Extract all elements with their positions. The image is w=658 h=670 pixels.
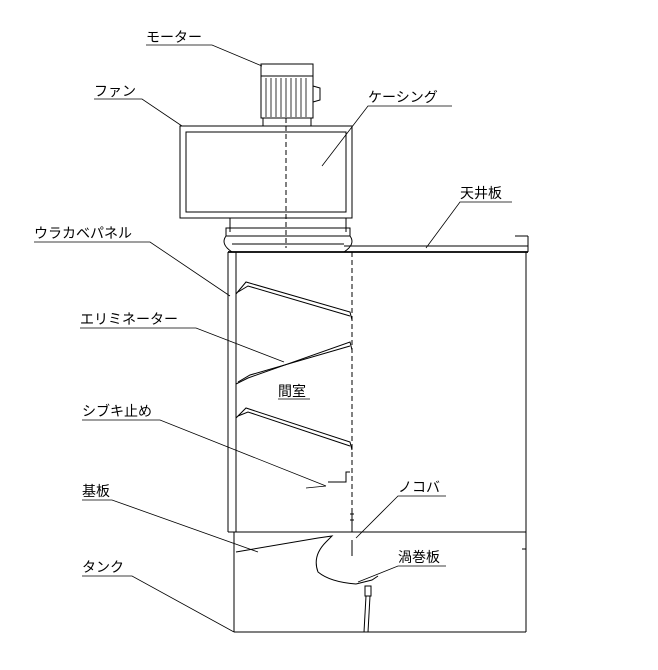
label-eliminator: エリミネーター <box>80 312 178 328</box>
label-ceiling: 天井板 <box>460 186 502 202</box>
label-back-panel: ウラカベパネル <box>34 226 132 242</box>
vortex-plate <box>355 575 379 585</box>
leader-splash-stop <box>82 419 327 487</box>
label-chamber: 間室 <box>278 383 306 400</box>
leader-fan <box>94 98 183 127</box>
leader-tank <box>82 575 235 633</box>
label-fan: ファン <box>94 84 136 100</box>
leader-motor <box>146 44 263 67</box>
label-sawtooth: ノコバ <box>398 480 440 496</box>
leader-base-plate <box>82 499 259 553</box>
label-tank: タンク <box>82 560 124 576</box>
label-casing: ケーシング <box>368 90 438 106</box>
label-motor: モーター <box>146 30 202 46</box>
leader-casing <box>321 105 452 167</box>
label-splash-stop: シブキ止め <box>82 403 152 420</box>
drain-pipe <box>363 585 372 633</box>
label-vortex-plate: 渦巻板 <box>398 550 440 566</box>
leader-ceiling <box>425 201 512 249</box>
sawtooth <box>350 512 354 532</box>
motor <box>260 63 321 127</box>
booth-body <box>227 252 527 533</box>
eliminator-baffles <box>235 281 353 451</box>
fan-casing <box>179 125 353 253</box>
tank <box>233 532 527 633</box>
base-plate <box>235 535 357 585</box>
leader-sawtooth <box>355 495 446 539</box>
label-base-plate: 基板 <box>82 483 110 500</box>
leader-back-panel <box>34 241 231 297</box>
ceiling-plate <box>228 235 529 253</box>
leader-eliminator <box>80 327 285 363</box>
splash-stop <box>328 471 350 483</box>
leader-vortex-plate <box>357 565 446 583</box>
